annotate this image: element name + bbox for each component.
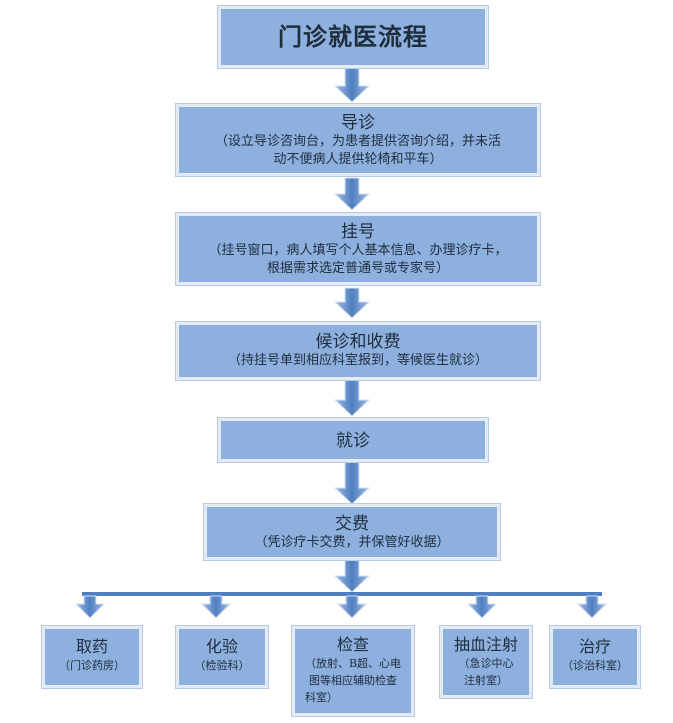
- down-arrow-icon: [74, 595, 106, 619]
- branch-pharmacy: 取药 （门诊药房）: [42, 626, 142, 688]
- down-arrow-icon: [200, 595, 232, 619]
- down-arrow-icon: [466, 595, 498, 619]
- step-description-line: 动不便病人提供轮椅和平车）: [273, 152, 443, 167]
- down-arrow-icon: [333, 177, 371, 211]
- branch-description-line: （检验科）: [194, 659, 250, 672]
- branch-connector-bar: [82, 592, 602, 596]
- branch-blood-injection: 抽血注射 （急诊中心 注射室）: [440, 626, 532, 698]
- step-description-line: （设立导诊咨询台，为患者提供咨询介绍，并未活: [214, 134, 501, 149]
- step-title: 交费: [335, 514, 369, 534]
- step-consultation: 就诊: [218, 418, 488, 462]
- step-title: 挂号: [341, 222, 375, 242]
- flowchart-title: 门诊就医流程: [218, 6, 488, 68]
- page-title: 门诊就医流程: [278, 22, 428, 51]
- step-title: 就诊: [336, 431, 370, 451]
- branch-title: 抽血注射: [453, 635, 518, 654]
- step-title: 候诊和收费: [315, 332, 401, 352]
- down-arrow-icon: [336, 595, 368, 619]
- down-arrow-icon: [576, 595, 608, 619]
- branch-title: 检查: [336, 635, 369, 654]
- branch-description-line: （急诊中心: [458, 657, 514, 670]
- down-arrow-icon: [333, 67, 371, 103]
- down-arrow-icon: [333, 559, 371, 593]
- step-guidance: 导诊 （设立导诊咨询台，为患者提供咨询介绍，并未活 动不便病人提供轮椅和平车）: [176, 104, 540, 176]
- branch-description-line: （门诊药房）: [59, 659, 125, 672]
- step-fee-payment: 交费 （凭诊疗卡交费，并保管好收据）: [204, 504, 500, 560]
- down-arrow-icon: [333, 461, 371, 505]
- step-description-line: （挂号窗口，病人填写个人基本信息、办理诊疗卡，: [208, 243, 508, 258]
- branch-title: 治疗: [578, 637, 611, 656]
- down-arrow-icon: [333, 379, 371, 417]
- step-registration: 挂号 （挂号窗口，病人填写个人基本信息、办理诊疗卡， 根据需求选定普通号或专家号…: [176, 213, 540, 285]
- down-arrow-icon: [333, 287, 371, 319]
- step-title: 导诊: [341, 113, 375, 133]
- branch-description-line: （诊治科室）: [562, 659, 628, 672]
- branch-description-line: 科室）: [305, 691, 338, 704]
- step-description-line: 根据需求选定普通号或专家号）: [266, 261, 449, 276]
- branch-laboratory: 化验 （检验科）: [176, 626, 268, 688]
- branch-description-line: 图等相应辅助检查: [309, 674, 397, 687]
- step-description-line: （凭诊疗卡交费，并保管好收据）: [254, 535, 450, 550]
- branch-title: 化验: [205, 637, 238, 656]
- branch-description-line: 注射室）: [464, 674, 508, 687]
- branch-title: 取药: [75, 637, 108, 656]
- branch-treatment: 治疗 （诊治科室）: [550, 626, 640, 688]
- step-description-line: （持挂号单到相应科室报到，等候医生就诊）: [227, 353, 488, 368]
- branch-examination: 检查 （放射、B超、心电 图等相应辅助检查 科室）: [292, 626, 414, 716]
- step-waiting-and-payment: 候诊和收费 （持挂号单到相应科室报到，等候医生就诊）: [176, 322, 540, 380]
- branch-description-line: （放射、B超、心电: [304, 657, 402, 670]
